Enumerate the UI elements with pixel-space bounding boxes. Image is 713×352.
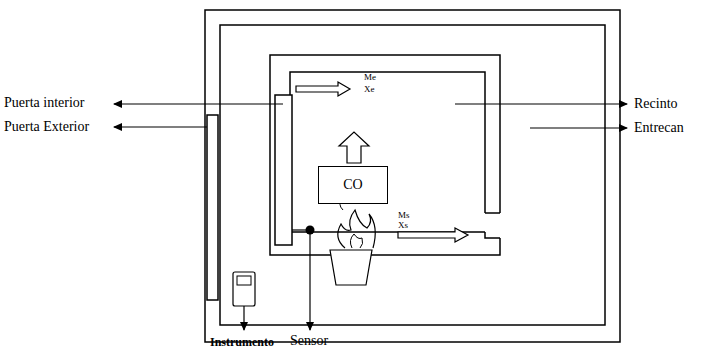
flow-symbol: Xe — [364, 84, 375, 94]
sensor-label: Sensor — [290, 333, 328, 349]
region-label: Recinto — [634, 96, 678, 112]
flow-symbol: Me — [364, 72, 376, 82]
flow-symbol: Ms — [398, 210, 410, 220]
door-label: Puerta Exterior — [4, 119, 89, 135]
flow-symbol: Xs — [398, 220, 408, 230]
gas-box: CO — [318, 166, 388, 204]
region-label: Entrecan — [634, 120, 684, 136]
door-label: Puerta interior — [4, 95, 84, 111]
device-label: Instrumento — [210, 334, 274, 350]
node-text: CO — [343, 177, 362, 193]
